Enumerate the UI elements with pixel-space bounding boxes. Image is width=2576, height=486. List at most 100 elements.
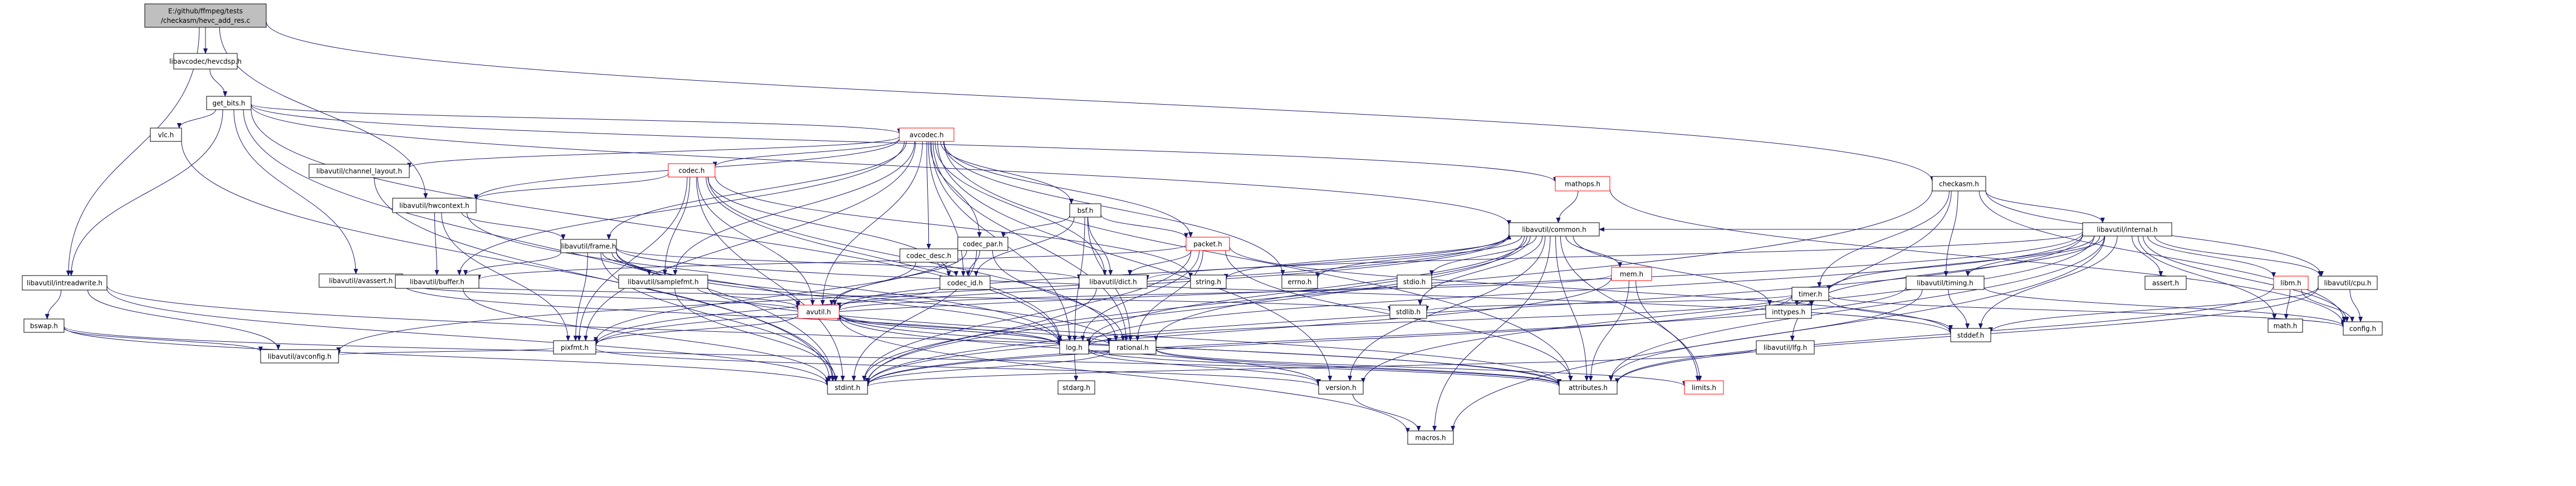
node-root[interactable]: E:/github/ffmpeg/tests/checkasm/hevc_add… bbox=[144, 3, 267, 28]
node-bswap-box bbox=[23, 318, 65, 333]
node-avcodec-label: avcodec.h bbox=[909, 131, 943, 139]
node-cpu[interactable]: libavutil/cpu.h bbox=[2318, 276, 2378, 290]
node-buffer[interactable]: libavutil/buffer.h bbox=[395, 274, 479, 289]
node-channel_layout[interactable]: libavutil/channel_layout.h bbox=[308, 164, 410, 178]
node-errno-box bbox=[1281, 274, 1318, 289]
edge-common-to-string bbox=[1224, 235, 1511, 280]
edge-checkasm-to-timer bbox=[1817, 190, 1950, 288]
edge-mem-to-attributes bbox=[1588, 280, 1629, 381]
node-stdlib[interactable]: stdlib.h bbox=[1389, 305, 1427, 319]
node-timer[interactable]: timer.h bbox=[1791, 287, 1829, 301]
edge-hwcontext-to-log bbox=[467, 212, 1062, 345]
edge-get_bits-to-avcodec bbox=[251, 104, 902, 134]
node-bswap[interactable]: bswap.h bbox=[23, 318, 65, 333]
edge-common-to-version bbox=[1348, 235, 1546, 381]
node-codec_id-label: codec_id.h bbox=[947, 279, 983, 287]
edge-packet-to-log bbox=[1080, 250, 1200, 341]
node-libm[interactable]: libm.h bbox=[2273, 276, 2309, 290]
node-intreadwrite[interactable]: libavutil/intreadwrite.h bbox=[22, 275, 107, 291]
edge-common-to-rational bbox=[1154, 235, 1531, 342]
node-hwcontext[interactable]: libavutil/hwcontext.h bbox=[392, 198, 477, 213]
edge-avcodec-to-pixfmt bbox=[583, 141, 916, 341]
node-rational-label: rational.h bbox=[1116, 344, 1148, 352]
node-macros[interactable]: macros.h bbox=[1407, 430, 1454, 445]
node-mem[interactable]: mem.h bbox=[1611, 267, 1652, 281]
edge-avcodec-to-codec_desc bbox=[926, 141, 931, 249]
node-timing[interactable]: libavutil/timing.h bbox=[1906, 276, 1985, 290]
node-config[interactable]: config.h bbox=[2343, 321, 2383, 336]
edge-packet-to-dict bbox=[1128, 250, 1192, 276]
node-avutil[interactable]: avutil.h bbox=[797, 305, 840, 319]
edge-avcodec-to-errno bbox=[943, 141, 1285, 276]
edge-avcodec-to-dict bbox=[934, 141, 1107, 276]
edge-bswap-to-stdint bbox=[63, 327, 830, 387]
node-macros-box bbox=[1407, 430, 1454, 445]
node-common[interactable]: libavutil/common.h bbox=[1509, 222, 1600, 237]
node-vlc[interactable]: vlc.h bbox=[150, 127, 182, 142]
edge-get_bits-to-common bbox=[251, 105, 1511, 226]
node-codec_desc-box bbox=[899, 248, 958, 263]
edge-avassert-to-stdlib bbox=[402, 281, 1392, 312]
edge-timer-to-stdlib bbox=[1424, 294, 1793, 312]
edge-hevcdsp-to-get_bits bbox=[209, 68, 228, 97]
edge-internal-to-pixfmt bbox=[594, 233, 2083, 347]
node-stdio[interactable]: stdio.h bbox=[1397, 274, 1432, 289]
node-get_bits[interactable]: get_bits.h bbox=[206, 96, 252, 110]
node-buffer-label: libavutil/buffer.h bbox=[410, 278, 464, 286]
node-math[interactable]: math.h bbox=[2268, 318, 2303, 333]
edge-avcodec-to-codec bbox=[713, 139, 900, 168]
node-internal[interactable]: libavutil/internal.h bbox=[2082, 222, 2172, 237]
node-stdarg-box bbox=[1057, 380, 1095, 395]
edge-internal-to-dict bbox=[1145, 231, 2083, 281]
node-common-label: libavutil/common.h bbox=[1522, 226, 1586, 234]
node-packet[interactable]: packet.h bbox=[1186, 237, 1230, 251]
edge-checkasm-to-timing bbox=[1943, 190, 1958, 277]
edge-timing-to-attributes bbox=[1608, 289, 1923, 381]
node-rational[interactable]: rational.h bbox=[1109, 340, 1157, 355]
node-avcodec[interactable]: avcodec.h bbox=[899, 127, 954, 142]
edge-avcodec-to-avutil bbox=[820, 141, 923, 306]
node-dict[interactable]: libavutil/dict.h bbox=[1079, 274, 1148, 289]
node-bsf[interactable]: bsf.h bbox=[1069, 203, 1101, 218]
edge-checkasm-to-config bbox=[1978, 190, 2347, 322]
node-hevcdsp[interactable]: libavcodec/hevcdsp.h bbox=[169, 53, 242, 70]
node-assert[interactable]: assert.h bbox=[2144, 276, 2187, 290]
nodes-layer: E:/github/ffmpeg/tests/checkasm/hevc_add… bbox=[22, 3, 2383, 445]
node-samplefmt[interactable]: libavutil/samplefmt.h bbox=[618, 274, 708, 289]
node-string[interactable]: string.h bbox=[1190, 274, 1227, 289]
node-stdarg[interactable]: stdarg.h bbox=[1057, 380, 1095, 395]
node-codec_desc[interactable]: codec_desc.h bbox=[899, 248, 958, 263]
node-lfg[interactable]: libavutil/lfg.h bbox=[1756, 340, 1815, 355]
node-avassert-box bbox=[319, 273, 403, 288]
edge-samplefmt-to-attributes bbox=[707, 287, 1561, 385]
node-stdint[interactable]: stdint.h bbox=[827, 380, 868, 395]
node-frame-box bbox=[560, 239, 617, 253]
edge-cpu-to-stddef bbox=[1989, 287, 2319, 333]
node-avutil-label: avutil.h bbox=[806, 308, 831, 316]
edge-codec_par-to-codec_id bbox=[966, 250, 981, 277]
node-log[interactable]: log.h bbox=[1059, 340, 1089, 355]
node-codec-box bbox=[668, 163, 716, 178]
node-attributes[interactable]: attributes.h bbox=[1559, 380, 1618, 395]
node-errno[interactable]: errno.h bbox=[1281, 274, 1318, 289]
node-avassert-label: libavutil/avassert.h bbox=[329, 277, 393, 285]
node-inttypes[interactable]: inttypes.h bbox=[1765, 305, 1812, 319]
node-timing-box bbox=[1906, 276, 1985, 290]
node-version[interactable]: version.h bbox=[1318, 380, 1364, 395]
node-pixfmt[interactable]: pixfmt.h bbox=[553, 340, 596, 355]
node-avassert[interactable]: libavutil/avassert.h bbox=[319, 273, 403, 288]
node-checkasm[interactable]: checkasm.h bbox=[1932, 176, 1986, 192]
edge-packet-to-stdint bbox=[862, 250, 1192, 381]
node-mathops[interactable]: mathops.h bbox=[1555, 176, 1610, 192]
edge-checkasm-to-lfg bbox=[1790, 190, 1952, 341]
node-avconfig[interactable]: libavutil/avconfig.h bbox=[260, 349, 339, 364]
node-codec[interactable]: codec.h bbox=[668, 163, 716, 178]
node-stddef[interactable]: stddef.h bbox=[1950, 328, 1991, 342]
node-codec_par[interactable]: codec_par.h bbox=[957, 237, 1008, 251]
edge-common-to-attributes bbox=[1555, 235, 1589, 381]
node-stdarg-label: stdarg.h bbox=[1062, 384, 1090, 392]
node-packet-box bbox=[1186, 237, 1230, 251]
node-codec_id[interactable]: codec_id.h bbox=[939, 276, 991, 290]
node-frame[interactable]: libavutil/frame.h bbox=[560, 239, 617, 253]
node-limits[interactable]: limits.h bbox=[1684, 380, 1724, 395]
